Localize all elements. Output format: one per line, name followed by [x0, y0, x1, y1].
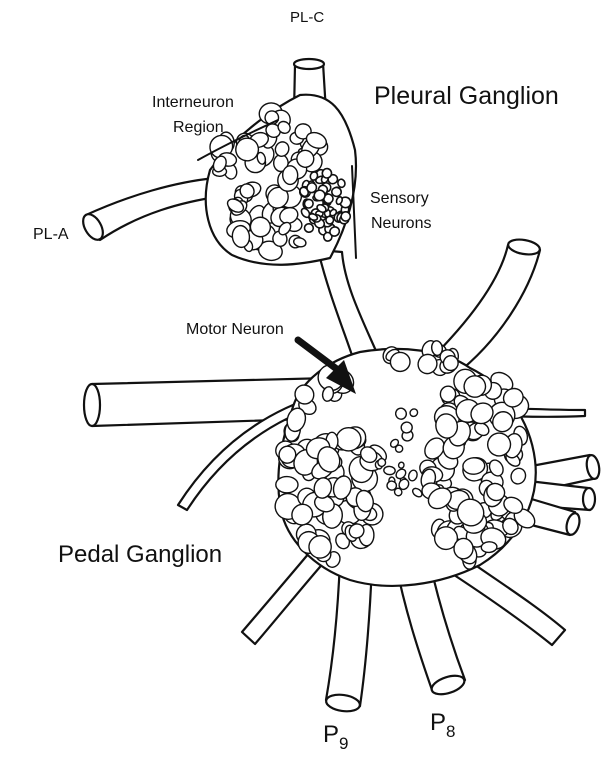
nerve-pl-a [86, 178, 222, 240]
neuron-cell [383, 466, 395, 475]
neuron-cell [336, 428, 361, 451]
label-p9-letter: P [323, 721, 339, 748]
neuron-cell [322, 168, 332, 178]
label-p9-sub: 9 [339, 734, 348, 752]
label-p9: P9 [323, 721, 348, 752]
label-p8-letter: P [430, 709, 446, 736]
label-pedal-ganglion: Pedal Ganglion [58, 541, 222, 568]
neuron-cell [276, 476, 298, 493]
neuron-cell [390, 352, 411, 372]
neuron-cell [398, 462, 405, 469]
label-p8: P8 [430, 709, 455, 741]
neuron-cell [395, 445, 403, 453]
label-pleural-ganglion: Pleural Ganglion [374, 82, 559, 110]
label-interneuron-line1: Interneuron [152, 94, 234, 111]
neuron-cell [454, 538, 474, 559]
label-motor-neuron: Motor Neuron [186, 321, 284, 338]
label-sensory-line1: Sensory [370, 190, 429, 207]
label-interneuron-line2: Region [173, 119, 224, 136]
label-pl-c: PL-C [290, 9, 324, 26]
label-pl-a: PL-A [33, 226, 69, 243]
neuron-cell [332, 187, 342, 196]
neuron-cell [481, 541, 497, 553]
nerve-left-large-end [84, 384, 100, 426]
label-sensory-line2: Neurons [371, 215, 431, 232]
nerve-right-2-end [583, 488, 595, 510]
neuron-cell [304, 223, 314, 232]
neuron-cell [401, 421, 413, 433]
nerve-pl-c-end [294, 59, 324, 69]
label-p8-sub: 8 [446, 722, 455, 741]
neuron-cell [283, 166, 298, 185]
